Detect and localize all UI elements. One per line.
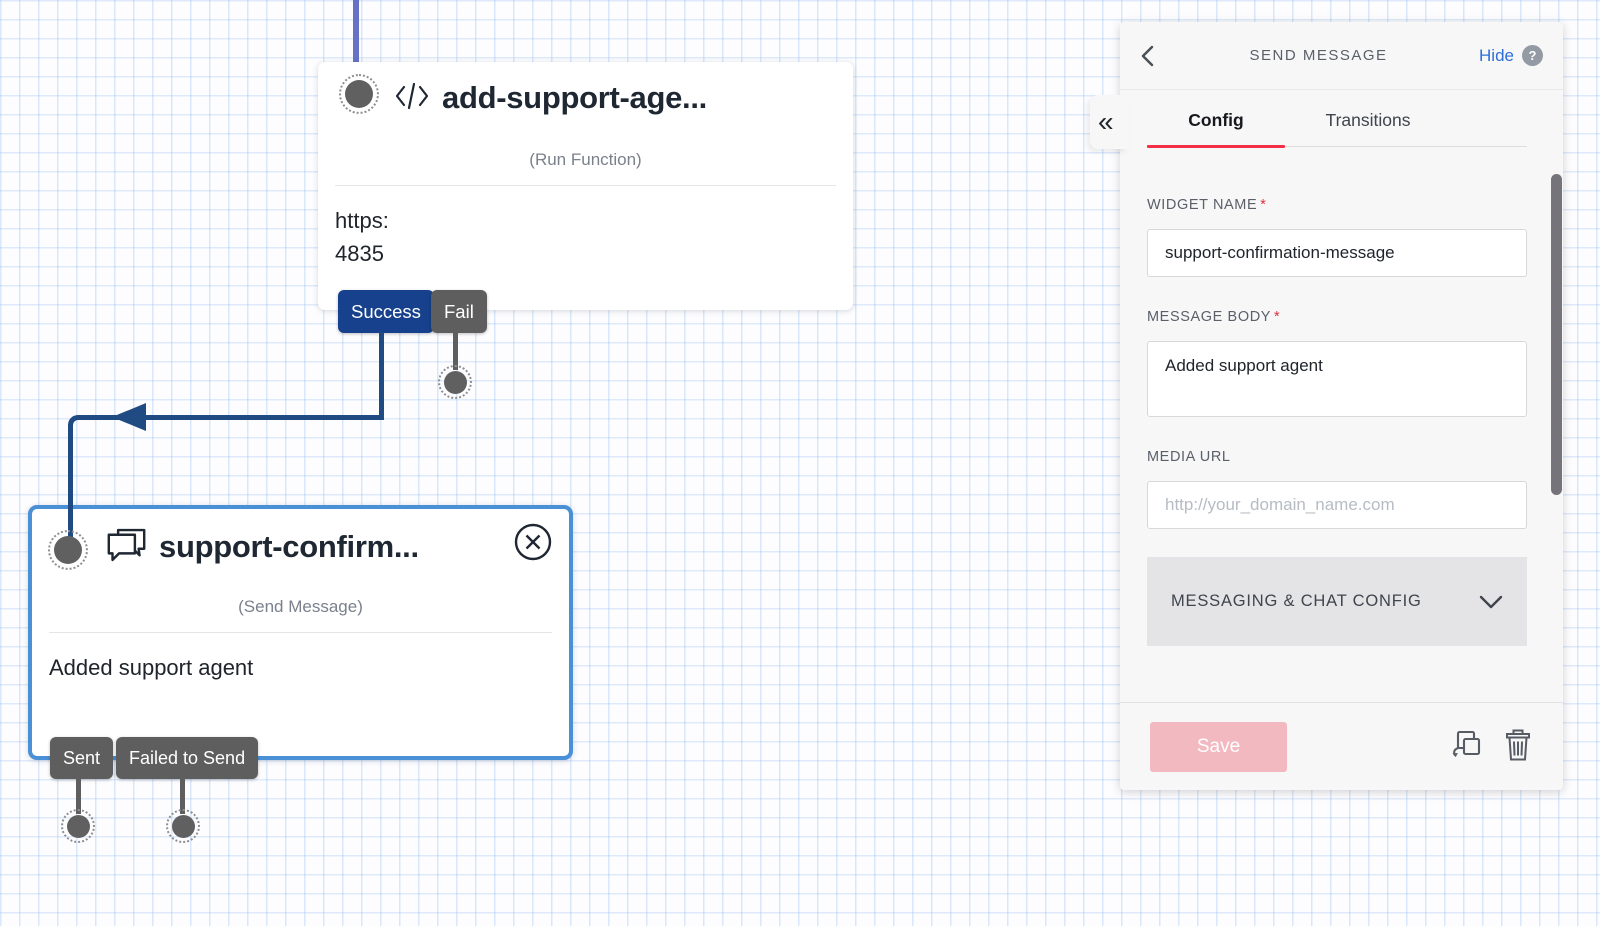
widget-title: add-support-age... — [442, 80, 707, 115]
message-body-label: MESSAGE BODY* — [1147, 309, 1281, 325]
code-icon — [394, 81, 430, 116]
message-body-textarea[interactable]: Added support agent — [1147, 341, 1527, 417]
panel-title: SEND MESSAGE — [1249, 47, 1388, 64]
widget-config-panel: « SEND MESSAGE Hide ? Config Transitions — [1090, 22, 1563, 790]
sent-connector-stub — [76, 776, 81, 814]
panel-tabs: Config Transitions — [1120, 90, 1563, 157]
trash-icon — [1503, 728, 1533, 765]
media-url-label: MEDIA URL — [1147, 449, 1231, 465]
chat-bubbles-icon — [106, 527, 147, 568]
tab-transitions[interactable]: Transitions — [1285, 110, 1451, 131]
widget-name-label: WIDGET NAME* — [1147, 197, 1267, 213]
hide-link[interactable]: Hide — [1479, 45, 1514, 65]
widget-divider — [49, 632, 552, 633]
widget-body: Added support agent — [49, 651, 253, 684]
duplicate-icon — [1449, 729, 1483, 764]
back-button[interactable] — [1136, 45, 1158, 67]
tabs-baseline — [1147, 146, 1527, 147]
failed-to-send-transition-button[interactable]: Failed to Send — [116, 737, 259, 779]
widget-body-line: Added support agent — [49, 655, 254, 680]
fail-connector-stub — [453, 332, 458, 370]
collapse-panel-button[interactable]: « — [1090, 95, 1128, 149]
widget-body-line: 4835 — [335, 241, 384, 266]
widget-type-label: (Run Function) — [529, 150, 642, 169]
widget-divider — [335, 185, 836, 186]
required-asterisk: * — [1274, 309, 1281, 325]
fail-transition-button[interactable]: Fail — [431, 290, 487, 333]
widget-body-line: https: — [335, 208, 389, 233]
sent-transition-button[interactable]: Sent — [50, 737, 114, 779]
panel-footer: Save — [1120, 702, 1563, 790]
delete-widget-button[interactable] — [1503, 728, 1533, 765]
widget-name-input[interactable] — [1147, 229, 1527, 277]
failed-connector-stub — [180, 776, 185, 814]
active-tab-underline — [1147, 145, 1285, 148]
fail-endpoint-port[interactable] — [438, 365, 472, 399]
connector-arrowhead — [112, 403, 146, 431]
duplicate-widget-button[interactable] — [1449, 729, 1483, 764]
success-connector-elbow — [68, 415, 384, 542]
widget-body: https: 4835 — [335, 204, 389, 270]
sent-endpoint-port[interactable] — [61, 809, 95, 843]
widget-type-label: (Send Message) — [238, 597, 363, 616]
save-button[interactable]: Save — [1150, 721, 1287, 772]
media-url-input[interactable] — [1147, 481, 1527, 529]
incoming-connector-line — [353, 0, 359, 64]
chevron-down-icon — [1479, 595, 1503, 608]
success-transition-button[interactable]: Success — [338, 290, 434, 333]
chevron-left-icon — [1140, 45, 1154, 70]
required-asterisk: * — [1260, 197, 1267, 213]
run-function-input-port[interactable] — [339, 74, 379, 114]
close-icon — [514, 523, 552, 564]
panel-header: SEND MESSAGE Hide ? — [1120, 22, 1563, 90]
messaging-chat-config-section[interactable]: MESSAGING & CHAT CONFIG — [1147, 557, 1527, 646]
help-icon[interactable]: ? — [1522, 45, 1543, 66]
failed-endpoint-port[interactable] — [166, 809, 200, 843]
tab-config[interactable]: Config — [1147, 110, 1285, 131]
send-message-widget[interactable]: support-confirm... (Send Message) Added … — [28, 505, 573, 779]
deselect-widget-button[interactable] — [514, 523, 552, 561]
success-connector-stub — [379, 332, 384, 419]
panel-scrollbar-thumb[interactable] — [1551, 174, 1562, 495]
run-function-widget[interactable]: add-support-age... (Run Function) https:… — [318, 62, 853, 333]
config-form: WIDGET NAME* MESSAGE BODY* Added support… — [1120, 197, 1563, 646]
send-message-input-port[interactable] — [48, 530, 88, 570]
double-chevron-left-icon: « — [1098, 106, 1114, 137]
